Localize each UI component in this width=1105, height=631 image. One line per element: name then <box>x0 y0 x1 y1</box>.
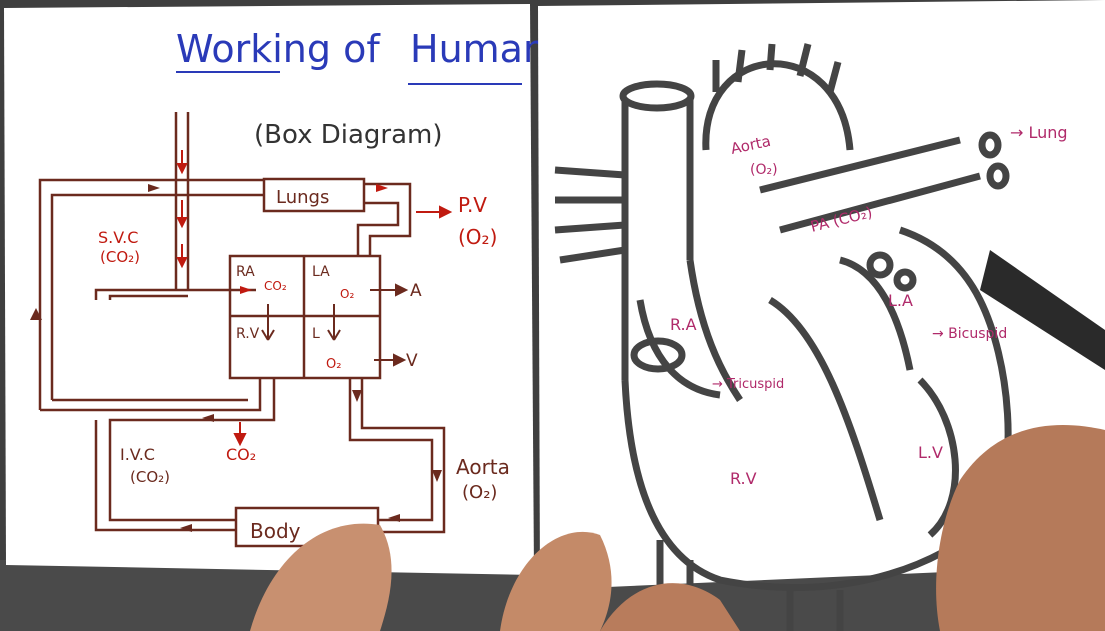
svc-co2-label: (CO₂) <box>100 248 140 266</box>
heart-tricuspid-label: → Tricuspid <box>712 377 784 392</box>
la-o2: O₂ <box>340 287 354 301</box>
lungs-box-label: Lungs <box>276 187 329 208</box>
ivc-co2-label: (CO₂) <box>130 468 170 486</box>
heart-ra-label: R.A <box>670 315 697 334</box>
rv-label: R.V <box>236 326 260 342</box>
svc-label: S.V.C <box>98 228 138 247</box>
title-working-of: Working of <box>176 27 381 71</box>
aorta-o2-label: (O₂) <box>462 482 497 503</box>
v-label: V <box>406 351 418 371</box>
left-sheet: Working of Human (Box Diagram) S.V.C (CO… <box>4 4 547 575</box>
pv-o2-label: (O₂) <box>458 225 497 249</box>
body-box-label: Body <box>250 519 301 543</box>
heart-bicuspid-label: → Bicuspid <box>932 326 1007 342</box>
heart-aorta-o2: (O₂) <box>750 162 778 178</box>
subtitle-box-diagram: (Box Diagram) <box>254 120 443 150</box>
pv-label: P.V <box>458 193 487 217</box>
co2-out-label: CO₂ <box>226 445 256 464</box>
ra-co2: CO₂ <box>264 279 287 293</box>
lv-o2: O₂ <box>326 357 341 372</box>
heart-la-label: L.A <box>888 291 913 310</box>
ivc-label: I.V.C <box>120 445 155 464</box>
heart-lungs-label: → Lung <box>1010 123 1068 142</box>
la-label: LA <box>312 264 330 280</box>
lv-label: L <box>312 326 320 342</box>
aorta-label: Aorta <box>456 455 510 479</box>
heart-rv-label: R.V <box>730 469 757 488</box>
a-label: A <box>410 281 422 301</box>
title-human: Human <box>410 27 547 71</box>
heart-lv-label: L.V <box>918 443 943 462</box>
ra-label: RA <box>236 264 255 280</box>
